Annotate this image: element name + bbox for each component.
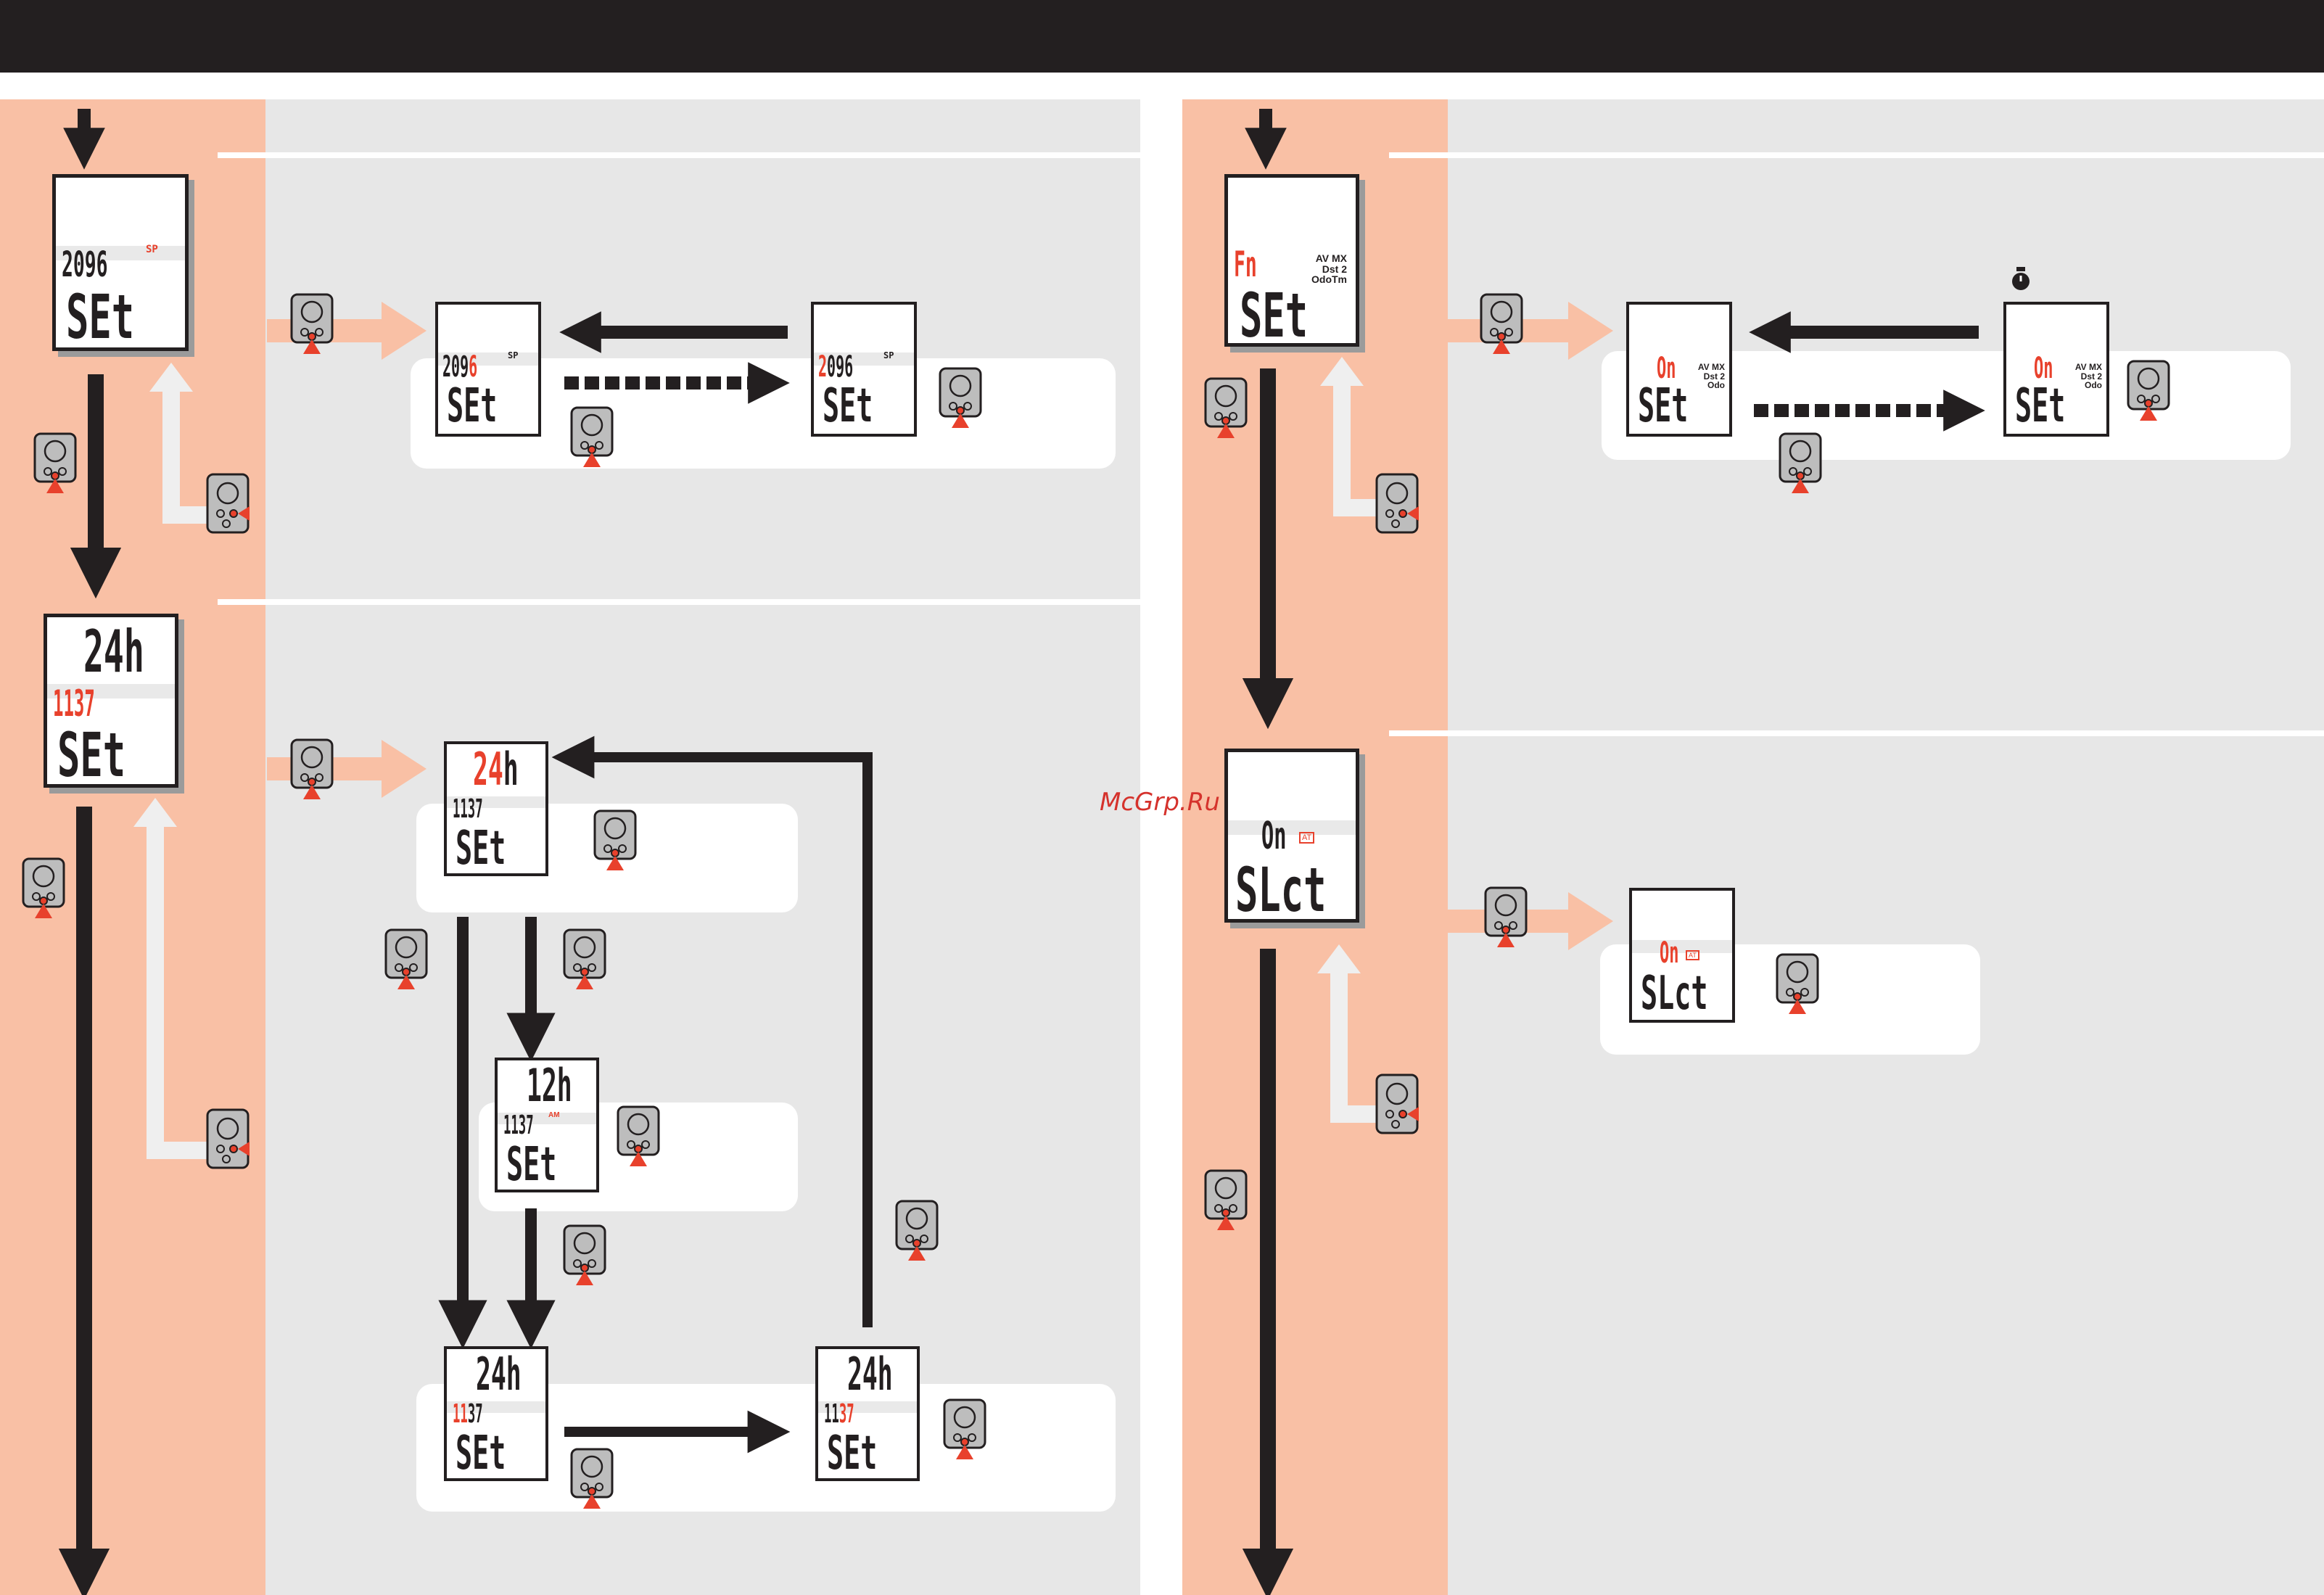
auto-select-edit-screen: On AT SLct [1629,888,1735,1023]
mode-label: SLct [1641,970,1707,1017]
mode-label: SEt [66,287,134,347]
button-press-icon [1375,1073,1419,1136]
button-press-icon [290,293,334,355]
auto-mode-tag: AT [1686,950,1699,960]
hour-format-value: 24h [83,623,144,681]
mode-label: SEt [2015,383,2065,429]
button-press-icon [1204,377,1248,440]
return-arrow-head [149,363,193,392]
auto-mode-value: On [1660,939,1678,968]
mode-label: SEt [827,1430,877,1477]
hour-format-value: 24h [473,747,519,792]
return-arrow-head [133,798,177,827]
button-press-icon [2127,360,2170,422]
button-press-icon [22,857,65,920]
tire-edit-screen: 2096 SP SEt [811,302,917,437]
tire-edit-screen: 2096 SP SEt [435,302,541,437]
return-arrow-head [1317,944,1361,973]
hour-format-value: 12h [527,1063,572,1108]
entry-arrow-head [1568,892,1613,950]
entry-arrow-head [1568,302,1613,360]
clock-time-value: 1137 [53,685,95,722]
button-press-icon [1779,432,1822,495]
stopwatch-icon [2012,267,2030,290]
button-press-icon [1484,886,1528,949]
button-press-icon [570,1448,614,1510]
speed-indicator: SP [883,351,894,360]
entry-arrow-head [382,740,427,798]
mode-label: SEt [57,725,125,786]
button-press-icon [206,1108,250,1171]
mode-label: SLct [1235,860,1326,920]
clock-time-value: 1137 [453,1401,483,1427]
speed-indicator: SP [508,351,518,360]
mode-label: SEt [1638,383,1688,429]
button-press-icon [33,432,77,495]
watermark: McGrp.Ru [1100,788,1220,817]
button-press-icon [1776,953,1819,1015]
mode-label: SEt [447,383,497,429]
tire-setting-screen: 2096 SP SEt [52,174,189,351]
auto-select-screen: On AT SLct [1224,749,1359,923]
function-label: Fn [1234,247,1257,282]
hour-format-value: 24h [476,1352,522,1397]
tire-circumference-value: 2096 [442,353,477,382]
button-press-icon [563,928,606,991]
button-press-icon [384,928,428,991]
clock-time-value: 1137 [824,1401,854,1427]
clock-hour-edit-screen: 24h 1137 SEt [444,1346,548,1481]
mode-label: SEt [456,825,506,872]
button-press-icon [563,1224,606,1287]
mode-label: SEt [456,1430,506,1477]
clock-time-value: 1137 [503,1113,534,1139]
mode-label: SEt [823,383,873,429]
button-press-icon [1375,473,1419,535]
hour-format-value: 24h [847,1352,893,1397]
return-arrow-head [1320,357,1364,386]
auto-mode-tag: AT [1299,832,1314,844]
clock-setting-screen: 24h 1137 SEt [44,614,178,788]
button-press-icon [1480,293,1523,355]
function-value: On [1657,354,1676,383]
clock-time-value: 1137 [453,796,483,823]
meridiem-indicator: AM [548,1111,560,1119]
entry-arrow-head [382,302,427,360]
lcd-band [1632,940,1732,953]
button-press-icon [617,1105,660,1168]
tire-circumference-value: 2096 [62,247,108,282]
button-press-icon [939,367,982,429]
lcd-band [1228,820,1356,835]
mode-label: SEt [1240,285,1308,346]
button-press-icon [593,809,637,872]
button-press-icon [895,1200,939,1262]
clock-format-edit-screen: 12h 1137 AM SEt [495,1058,599,1192]
speed-indicator: SP [146,244,158,255]
button-press-icon [943,1398,986,1461]
tire-circumference-value: 2096 [818,353,853,382]
mode-label: SEt [506,1142,556,1188]
auto-mode-value: On [1261,817,1286,855]
clock-format-edit-screen: 24h 1137 SEt [444,741,548,876]
button-press-icon [206,473,250,535]
return-arrow [155,812,213,1150]
button-press-icon [290,738,334,801]
button-press-icon [1204,1169,1248,1232]
clock-minute-edit-screen: 24h 1137 SEt [815,1346,920,1481]
button-press-icon [570,406,614,469]
function-value: On [2034,354,2053,383]
